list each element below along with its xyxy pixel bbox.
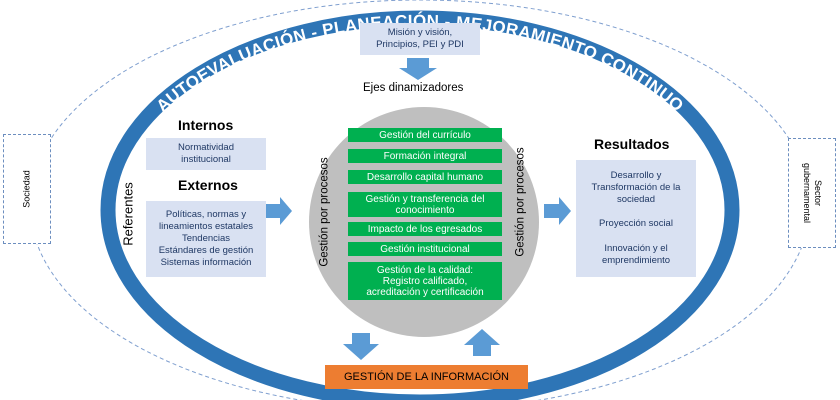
- ejes-label: Ejes dinamizadores: [363, 82, 464, 94]
- externos-line: Sistemas información: [160, 257, 252, 268]
- sociedad-tag: Sociedad: [3, 134, 51, 244]
- sector-gubernamental-label: Sector gubernamental: [801, 163, 823, 223]
- externos-box: Políticas, normas y lineamientos estatal…: [146, 201, 266, 277]
- mission-box: Misión y visión, Principios, PEI y PDI: [360, 23, 480, 55]
- arrow-right-left-icon: [266, 197, 292, 225]
- process-item-text: Gestión y transferencia del: [365, 193, 485, 205]
- sector-line2: gubernamental: [802, 162, 812, 224]
- process-item-conocimiento: Gestión y transferencia del conocimiento: [348, 192, 502, 217]
- internos-line2: institucional: [181, 154, 231, 165]
- gestion-procesos-right-label: Gestión por procesos: [514, 147, 527, 257]
- mission-line2: Principios, PEI y PDI: [376, 39, 464, 50]
- process-item-institucional: Gestión institucional: [348, 242, 502, 256]
- arrow-down-bottom-icon: [343, 333, 379, 360]
- externos-line: Tendencias: [181, 233, 231, 244]
- resultado-line: sociedad: [616, 194, 655, 206]
- externos-line: Políticas, normas y: [165, 209, 247, 220]
- sector-line1: Sector: [813, 179, 823, 207]
- externos-line: lineamientos estatales: [159, 221, 253, 232]
- process-item-text: conocimiento: [395, 204, 455, 216]
- resultado-line: emprendimiento: [601, 254, 671, 266]
- process-item-text: Gestión de la calidad:: [376, 264, 474, 276]
- resultado-line: Innovación y el: [604, 242, 668, 254]
- resultados-title: Resultados: [594, 136, 670, 152]
- externos-title: Externos: [178, 177, 238, 193]
- process-item-text: Formación integral: [383, 150, 467, 162]
- referentes-label: Referentes: [120, 182, 136, 246]
- gestion-procesos-left-label: Gestión por procesos: [318, 157, 331, 267]
- resultado-item-desarrollo: Desarrollo y Transformación de la socied…: [592, 170, 681, 206]
- process-item-formacion: Formación integral: [348, 149, 502, 163]
- resultado-line: Transformación de la: [591, 182, 681, 194]
- process-item-text: Registro calificado,: [382, 275, 468, 287]
- externos-line: Estándares de gestión: [158, 245, 254, 256]
- process-item-text: Impacto de los egresados: [367, 223, 483, 235]
- process-item-calidad: Gestión de la calidad: Registro califica…: [348, 262, 502, 300]
- process-item-curriculo: Gestión del currículo: [348, 128, 502, 142]
- resultado-item-proyeccion: Proyección social: [599, 218, 673, 230]
- internos-title: Internos: [178, 117, 234, 133]
- sector-gubernamental-tag: Sector gubernamental: [788, 138, 836, 248]
- resultado-item-innovacion: Innovación y el emprendimiento: [602, 243, 670, 267]
- process-item-text: acreditación y certificación: [366, 286, 484, 298]
- resultado-line: Desarrollo y: [610, 170, 662, 182]
- process-item-egresados: Impacto de los egresados: [348, 222, 502, 236]
- gestion-informacion-box: GESTIÓN DE LA INFORMACIÓN: [325, 365, 528, 389]
- internos-line1: Normatividad: [178, 142, 234, 153]
- internos-box: Normatividad institucional: [146, 138, 266, 170]
- arrow-down-top-icon: [399, 58, 437, 80]
- sociedad-label: Sociedad: [21, 170, 32, 208]
- cycle-ring: [100, 10, 740, 400]
- arrow-right-right-icon: [544, 197, 571, 225]
- mission-line1: Misión y visión,: [387, 27, 453, 38]
- process-item-text: Desarrollo capital humano: [366, 171, 484, 183]
- arrow-up-bottom-icon: [464, 329, 500, 356]
- resultados-box: Desarrollo y Transformación de la socied…: [576, 160, 696, 277]
- process-item-text: Gestión del currículo: [379, 129, 471, 141]
- process-item-text: Gestión institucional: [380, 243, 470, 255]
- process-item-capital-humano: Desarrollo capital humano: [348, 170, 502, 184]
